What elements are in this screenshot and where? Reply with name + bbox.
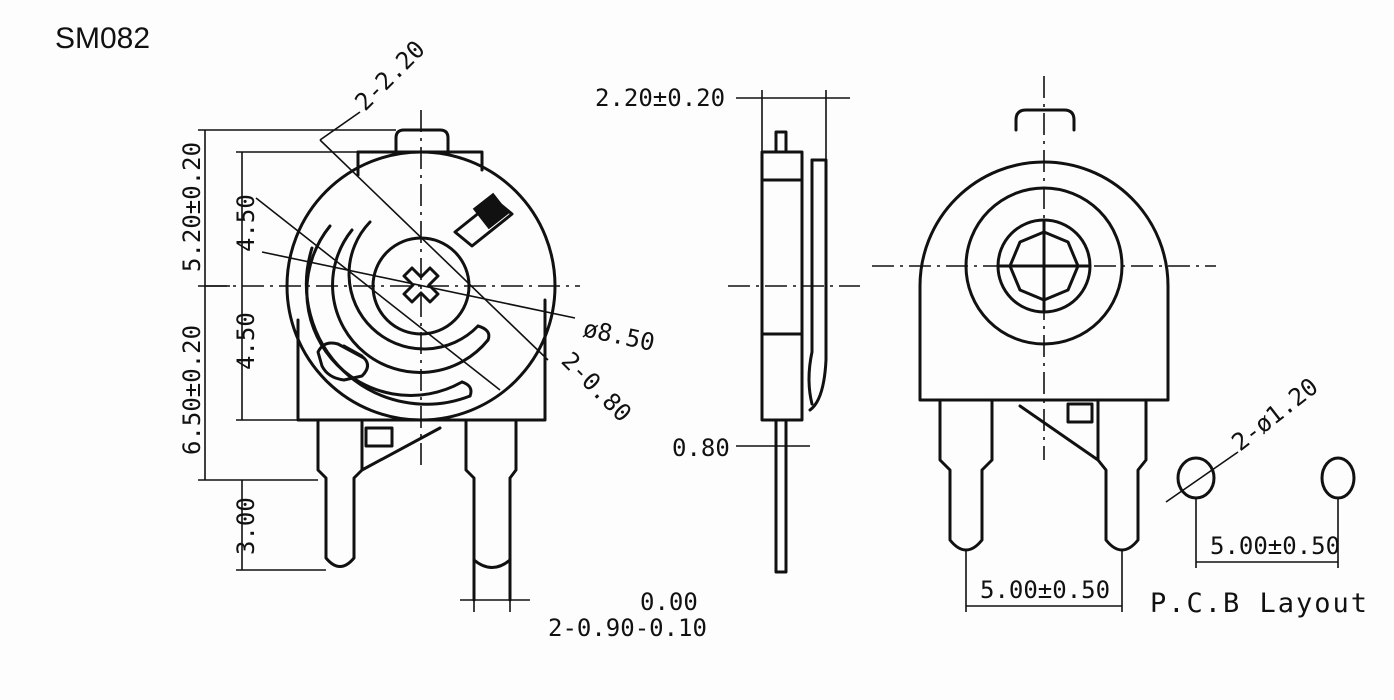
pin-thickness-label: 0.80 bbox=[672, 434, 730, 462]
lower-inner-label: 4.50 bbox=[232, 312, 260, 370]
part-title: SM082 bbox=[55, 22, 150, 55]
hole-dia-label: 2-2.20 bbox=[349, 35, 430, 116]
pcb-hole-label: 2-ø1.20 bbox=[1226, 372, 1323, 456]
rear-view: 5.00±0.50 bbox=[872, 76, 1216, 612]
pcb-pitch-label: 5.00±0.50 bbox=[1210, 532, 1340, 560]
body-dia-label: ø8.50 bbox=[581, 314, 657, 356]
pcb-hole-left bbox=[1176, 456, 1216, 500]
pitch-rear-label: 5.00±0.50 bbox=[980, 576, 1110, 604]
side-view: 2.20±0.20 0.80 bbox=[595, 84, 860, 574]
upper-height-label: 5.20±0.20 bbox=[178, 142, 206, 272]
pin-length-label: 3.00 bbox=[232, 497, 260, 555]
pcb-layout-label: P.C.B Layout bbox=[1150, 588, 1369, 619]
pin-width-label: 2-0.90-0.10 bbox=[548, 614, 707, 642]
tol-upper-label: 0.00 bbox=[640, 588, 698, 616]
upper-inner-label: 4.50 bbox=[232, 194, 260, 252]
pin-left bbox=[316, 418, 364, 568]
thickness-label: 2.20±0.20 bbox=[595, 84, 725, 112]
pcb-hole-right bbox=[1320, 456, 1356, 500]
front-view: 2-2.20 5.20±0.20 4.50 4.50 6.50±0.20 ø8.… bbox=[178, 35, 707, 642]
pcb-layout: 2-ø1.20 5.00±0.50 P.C.B Layout bbox=[1150, 372, 1369, 619]
lower-height-label: 6.50±0.20 bbox=[178, 325, 206, 455]
slot-width-label: 2-0.80 bbox=[556, 346, 637, 427]
